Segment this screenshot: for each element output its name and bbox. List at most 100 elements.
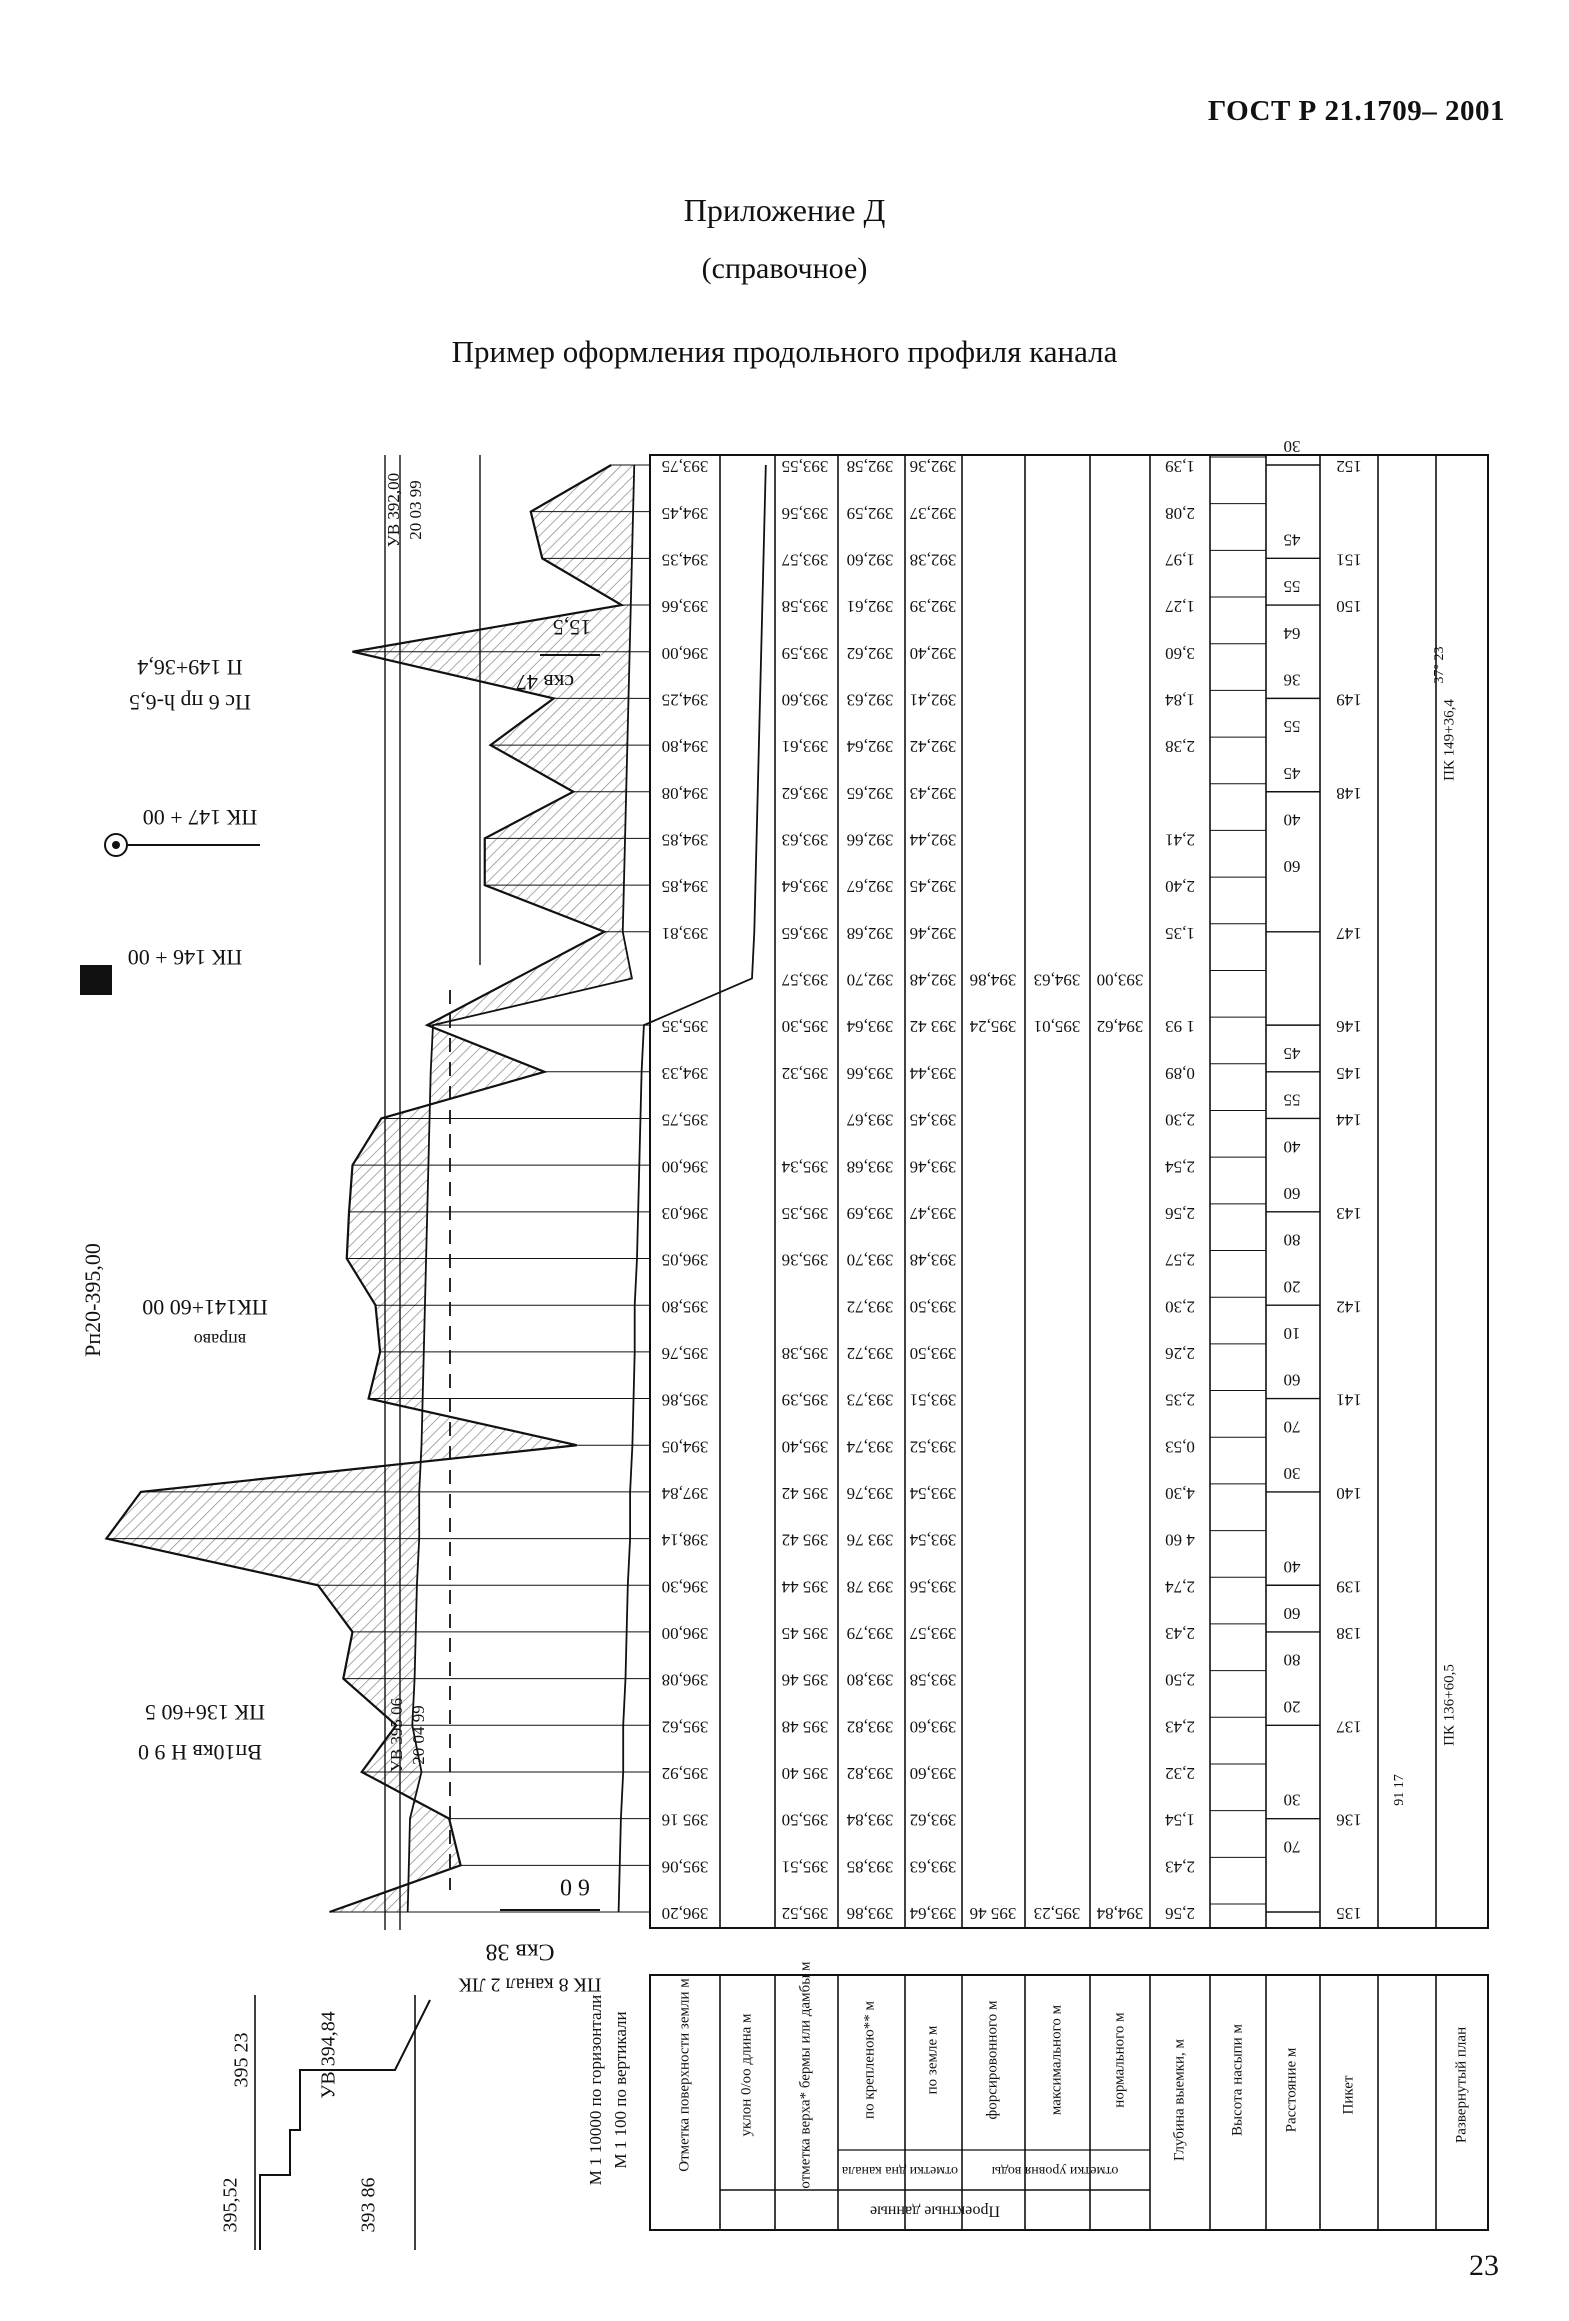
cell-depth: 4 60	[1165, 1531, 1195, 1550]
cell-berm: 393,55	[782, 457, 829, 476]
cell-bottom_ground: 392,37	[909, 504, 956, 523]
cell-picket: 140	[1336, 1484, 1362, 1503]
cell-berm: 393,64	[781, 877, 828, 896]
cell-picket: 150	[1336, 597, 1362, 616]
cell-bottom_fix: 393,79	[847, 1624, 894, 1643]
cell-bottom_ground: 392,42	[910, 737, 957, 756]
cell-surface: 395,35	[662, 1017, 709, 1036]
cell-bottom_ground: 392,43	[910, 784, 957, 803]
cell-bottom_fix: 393,70	[847, 1251, 894, 1270]
legend-label: Развернутый план	[1453, 2027, 1469, 2143]
cell-berm: 395 48	[782, 1717, 829, 1736]
cell-berm: 393,63	[782, 831, 829, 850]
cell-berm: 395,50	[782, 1811, 829, 1830]
cell-depth: 2,74	[1165, 1577, 1195, 1596]
cell-berm: 395,39	[782, 1391, 829, 1410]
legend-group-label: отметки дна канала	[841, 2163, 958, 2178]
cell-surface: 393,66	[662, 597, 709, 616]
cell-surface: 396,30	[662, 1577, 709, 1596]
plan-pk-136: ПК 136+60,5	[1441, 1664, 1457, 1746]
cell-bottom_fix: 392,64	[846, 737, 893, 756]
legend-label: максимального м	[1048, 2004, 1064, 2115]
cell-forced: 395,24	[969, 1017, 1016, 1036]
cell-surface: 396,00	[662, 1157, 709, 1176]
cell-berm: 393,61	[782, 737, 829, 756]
cell-distance: 40	[1284, 1557, 1301, 1576]
cell-surface: 396,03	[662, 1204, 709, 1223]
cell-bottom_fix: 393,82	[847, 1764, 894, 1783]
cell-bottom_ground: 393,51	[910, 1391, 957, 1410]
cell-berm: 393,57	[781, 550, 828, 569]
cell-depth: 0,53	[1165, 1437, 1195, 1456]
inset-level-1: 395,52	[220, 2178, 242, 2233]
cell-depth: 2,56	[1165, 1204, 1195, 1223]
legend-group-label: Проектные данные	[870, 2202, 1000, 2219]
cell-bottom_ground: 393,62	[910, 1811, 957, 1830]
inset-profile-line	[259, 1999, 431, 2250]
cell-bottom_fix: 392,63	[847, 690, 894, 709]
cell-surface: 398,14	[661, 1531, 708, 1550]
cell-picket: 135	[1336, 1904, 1362, 1923]
cell-distance: 40	[1284, 811, 1301, 830]
cell-berm: 395 42	[782, 1484, 829, 1503]
cell-berm: 393,57	[781, 971, 828, 990]
cell-surface: 395,76	[662, 1344, 709, 1363]
legend-label: Высота насыпи м	[1229, 2024, 1245, 2136]
cell-picket: 151	[1336, 550, 1362, 569]
cell-normal: 393,00	[1097, 971, 1144, 990]
cell-surface: 393,75	[662, 457, 709, 476]
cell-berm: 395,40	[782, 1437, 829, 1456]
cell-berm: 395 44	[781, 1577, 828, 1596]
well-47-depth: 15,5	[553, 615, 592, 640]
cell-depth: 4,30	[1165, 1484, 1195, 1503]
uv-upper-date: 20 03 99	[406, 480, 425, 540]
inset-uv: УВ 394,84	[318, 2011, 340, 2099]
benchmark-label: Рп20-395,00	[80, 1243, 105, 1357]
cell-bottom_ground: 393,52	[910, 1437, 957, 1456]
cell-bottom_ground: 392,41	[910, 690, 957, 709]
cell-surface: 396,20	[662, 1904, 709, 1923]
cell-depth: 1 93	[1165, 1017, 1195, 1036]
cell-bottom_fix: 393 76	[847, 1531, 894, 1550]
cell-distance: 45	[1284, 764, 1301, 783]
cell-picket: 137	[1336, 1717, 1362, 1736]
cell-depth: 2,35	[1165, 1391, 1195, 1410]
pk-141-direction: вправо	[194, 1330, 247, 1350]
cell-berm: 395,30	[782, 1017, 829, 1036]
cell-bottom_ground: 393,50	[910, 1297, 957, 1316]
cell-berm: 395 42	[782, 1531, 829, 1550]
legend-label: нормального м	[1111, 2012, 1127, 2108]
cell-bottom_fix: 392,67	[846, 877, 893, 896]
pk-147-label: ПК 147 + 00	[143, 805, 257, 830]
pk-136-note: Вп10кв Н 9 0	[138, 1740, 262, 1765]
cell-bottom_fix: 393,82	[847, 1717, 894, 1736]
cell-distance: 40	[1284, 1137, 1301, 1156]
cut-hatch	[106, 465, 635, 1912]
cell-bottom_ground: 393,44	[909, 1064, 956, 1083]
cell-bottom_fix: 393,64	[846, 1017, 893, 1036]
cell-bottom_fix: 393,68	[847, 1157, 894, 1176]
cell-max: 394,63	[1034, 971, 1081, 990]
cell-berm: 393,62	[782, 784, 829, 803]
cell-depth: 2,57	[1165, 1251, 1195, 1270]
cell-surface: 394,35	[662, 550, 709, 569]
pk-147-marker-dot	[112, 841, 120, 849]
cell-bottom_ground: 393,58	[910, 1671, 957, 1690]
cell-picket: 148	[1336, 784, 1362, 803]
cell-picket: 152	[1336, 457, 1362, 476]
cell-bottom_fix: 393,72	[847, 1297, 894, 1316]
cell-surface: 397,84	[661, 1484, 708, 1503]
cell-normal: 394,84	[1096, 1904, 1143, 1923]
cell-picket: 147	[1336, 924, 1362, 943]
cell-bottom_ground: 393,64	[909, 1904, 956, 1923]
cell-distance: 55	[1284, 577, 1301, 596]
legend-label: форсировонного м	[984, 2000, 1000, 2119]
cell-berm: 395,35	[782, 1204, 829, 1223]
cell-berm: 395 40	[782, 1764, 829, 1783]
cell-distance: 30	[1284, 437, 1301, 456]
cell-surface: 395,92	[662, 1764, 709, 1783]
